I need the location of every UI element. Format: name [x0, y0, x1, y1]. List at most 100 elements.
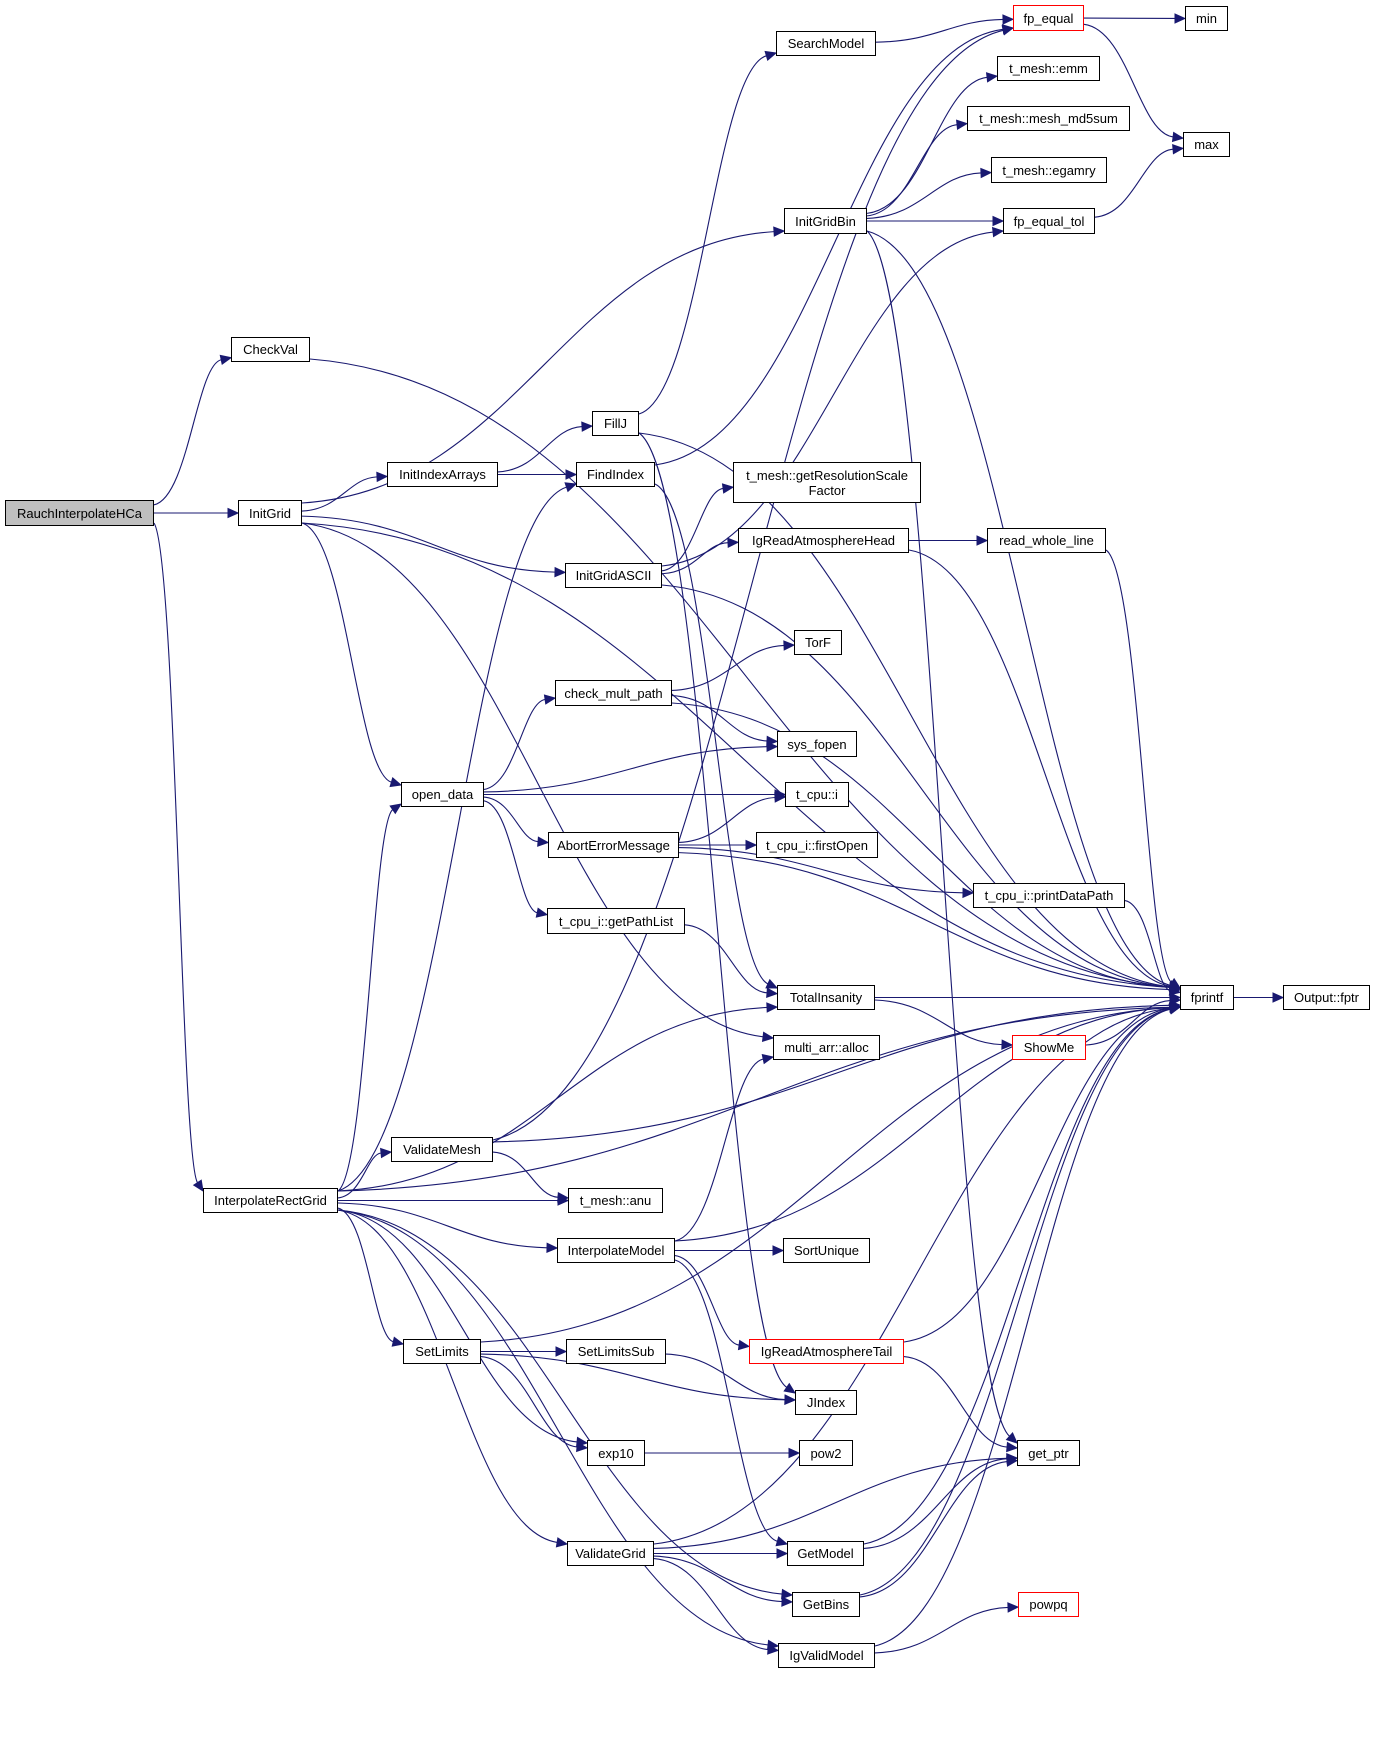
node-label: multi_arr::alloc: [784, 1040, 869, 1055]
node-fprintf[interactable]: fprintf: [1180, 985, 1234, 1010]
arrowhead-icon: [1006, 1441, 1019, 1453]
arrowhead-icon: [1168, 1004, 1182, 1015]
edge-total-insanity-to-show-me: [874, 999, 1003, 1046]
node-label: AbortErrorMessage: [557, 837, 670, 853]
node-interpolate-model[interactable]: InterpolateModel: [557, 1238, 675, 1263]
edge-interpolate-rect-grid-to-validate-mesh: [337, 1152, 382, 1199]
arrowhead-icon: [980, 167, 993, 179]
node-label: read_whole_line: [999, 533, 1094, 548]
node-max[interactable]: max: [1183, 132, 1230, 157]
node-validate-mesh[interactable]: ValidateMesh: [391, 1137, 493, 1162]
edge-interpolate-model-to-ig-read-atmosphere-tail: [674, 1255, 740, 1346]
node-interpolate-rect-grid[interactable]: InterpolateRectGrid: [203, 1188, 338, 1213]
node-init-index-arrays[interactable]: InitIndexArrays: [387, 462, 498, 487]
node-fp-equal-tol[interactable]: fp_equal_tol: [1003, 208, 1095, 234]
node-init-grid-bin[interactable]: InitGridBin: [784, 208, 867, 234]
edge-init-grid-bin-to-t-mesh-egamry: [866, 172, 982, 219]
node-get-bins[interactable]: GetBins: [792, 1592, 860, 1617]
edge-ig-read-atmosphere-head-to-fprintf: [908, 549, 1171, 987]
arrowhead-icon: [1001, 25, 1015, 36]
node-validate-grid[interactable]: ValidateGrid: [567, 1541, 654, 1566]
node-ig-valid-model[interactable]: IgValidModel: [778, 1643, 875, 1668]
node-label: sys_fopen: [787, 736, 847, 752]
node-fp-equal[interactable]: fp_equal: [1013, 5, 1084, 31]
edge-init-grid-to-init-grid-bin: [301, 231, 775, 504]
node-exp10[interactable]: exp10: [587, 1440, 645, 1466]
node-label: InterpolateRectGrid: [214, 1193, 327, 1208]
edge-init-grid-bin-to-t-mesh-emm: [866, 76, 988, 214]
node-ig-read-atmosphere-head[interactable]: IgReadAtmosphereHead: [738, 528, 909, 553]
node-init-grid-ascii[interactable]: InitGridASCII: [565, 563, 662, 588]
arrowhead-icon: [535, 907, 549, 918]
node-jindex[interactable]: JIndex: [795, 1390, 857, 1415]
node-abort-error-message[interactable]: AbortErrorMessage: [548, 832, 679, 858]
node-label: Output::fptr: [1293, 990, 1360, 1005]
edge-interpolate-rect-grid-to-ig-valid-model: [337, 1209, 769, 1646]
arrowhead-icon: [781, 1596, 794, 1607]
node-first-open[interactable]: t_cpu_i::firstOpen: [756, 832, 878, 858]
node-open-data[interactable]: open_data: [401, 782, 484, 807]
node-get-res-scale[interactable]: t_mesh::getResolutionScale Factor: [733, 462, 921, 503]
node-label: GetBins: [802, 1597, 850, 1612]
node-label: ShowMe: [1023, 1040, 1075, 1055]
node-t-cpu-i[interactable]: t_cpu::i: [785, 782, 849, 807]
node-check-mult-path[interactable]: check_mult_path: [555, 680, 672, 706]
node-label: exp10: [598, 1445, 634, 1461]
arrowhead-icon: [784, 1394, 797, 1405]
node-label: fprintf: [1190, 990, 1224, 1005]
node-label: pow2: [810, 1445, 842, 1461]
edge-rauch-interpolate-hca-to-check-val: [153, 359, 222, 506]
arrowhead-icon: [766, 1002, 779, 1013]
edge-check-mult-path-to-sys-fopen: [671, 695, 768, 742]
node-label: InitGridASCII: [575, 568, 652, 583]
node-tor-f[interactable]: TorF: [794, 630, 842, 655]
node-sort-unique[interactable]: SortUnique: [783, 1238, 870, 1263]
node-get-model[interactable]: GetModel: [787, 1541, 864, 1566]
edge-get-path-list-to-total-insanity: [684, 924, 768, 994]
node-t-mesh-egamry[interactable]: t_mesh::egamry: [991, 157, 1107, 183]
node-get-ptr[interactable]: get_ptr: [1017, 1440, 1080, 1466]
node-label: InitGridBin: [795, 213, 856, 229]
edge-get-bins-to-fprintf: [859, 1008, 1171, 1596]
node-fill-j[interactable]: FillJ: [592, 411, 639, 436]
node-init-grid[interactable]: InitGrid: [238, 500, 302, 526]
edge-interpolate-model-to-get-model: [674, 1259, 778, 1542]
edge-init-grid-to-open-data: [301, 522, 392, 783]
node-read-whole-line[interactable]: read_whole_line: [987, 528, 1106, 553]
arrowhead-icon: [764, 50, 778, 62]
node-check-val[interactable]: CheckVal: [231, 337, 310, 362]
edge-get-model-to-fprintf: [863, 1008, 1171, 1545]
node-t-mesh-anu[interactable]: t_mesh::anu: [568, 1188, 663, 1213]
edge-rauch-interpolate-hca-to-interpolate-rect-grid: [153, 522, 198, 1183]
edge-validate-mesh-to-t-mesh-anu: [492, 1151, 559, 1198]
node-show-me[interactable]: ShowMe: [1012, 1035, 1086, 1060]
node-pow2[interactable]: pow2: [799, 1440, 853, 1466]
node-set-limits-sub[interactable]: SetLimitsSub: [566, 1339, 666, 1364]
node-ig-read-atmosphere-tail[interactable]: IgReadAtmosphereTail: [749, 1339, 904, 1364]
node-label: SetLimits: [415, 1344, 469, 1359]
node-search-model[interactable]: SearchModel: [776, 31, 876, 56]
node-label: RauchInterpolateHCa: [16, 505, 143, 521]
node-label: max: [1194, 137, 1219, 152]
edge-search-model-to-fp-equal: [875, 18, 1004, 43]
node-min[interactable]: min: [1185, 6, 1228, 31]
node-sys-fopen[interactable]: sys_fopen: [777, 731, 857, 757]
node-multi-arr-alloc[interactable]: multi_arr::alloc: [773, 1035, 880, 1060]
edge-interpolate-model-to-multi-arr-alloc: [674, 1058, 764, 1242]
node-powpq[interactable]: powpq: [1018, 1592, 1079, 1617]
edge-fill-j-to-search-model: [638, 55, 767, 415]
node-label: min: [1196, 11, 1217, 26]
node-set-limits[interactable]: SetLimits: [403, 1339, 481, 1364]
node-t-mesh-md5[interactable]: t_mesh::mesh_md5sum: [967, 106, 1130, 131]
node-total-insanity[interactable]: TotalInsanity: [777, 985, 875, 1010]
arrowhead-icon: [992, 215, 1005, 227]
node-output-fptr[interactable]: Output::fptr: [1283, 985, 1370, 1010]
node-find-index[interactable]: FindIndex: [576, 462, 655, 487]
node-print-data-path[interactable]: t_cpu_i::printDataPath: [973, 883, 1125, 908]
node-get-path-list[interactable]: t_cpu_i::getPathList: [547, 908, 685, 934]
node-t-mesh-emm[interactable]: t_mesh::emm: [997, 56, 1100, 81]
arrowhead-icon: [1001, 1039, 1014, 1050]
arrowhead-icon: [985, 72, 999, 83]
